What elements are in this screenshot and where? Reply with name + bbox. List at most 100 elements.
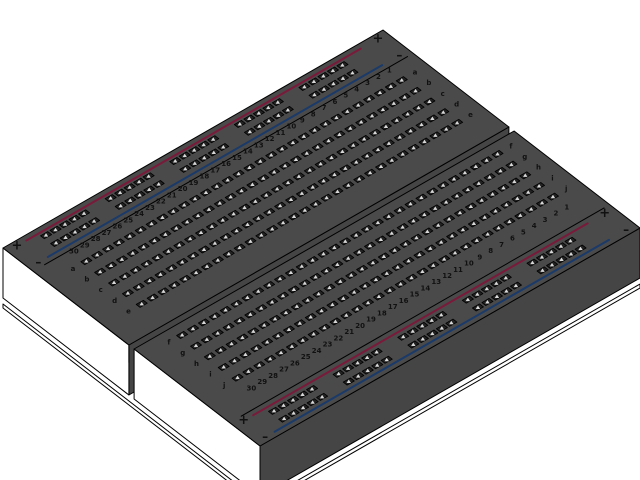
hole-contact xyxy=(319,308,324,313)
row-number-29: 29 xyxy=(257,378,267,386)
hole-contact xyxy=(139,301,144,306)
hole-contact xyxy=(463,244,469,249)
hole-contact xyxy=(155,255,160,260)
hole-contact xyxy=(559,257,564,261)
hole-contact xyxy=(267,356,273,361)
hole-contact xyxy=(351,143,356,147)
row-number-3: 3 xyxy=(365,79,370,87)
hole-contact xyxy=(518,213,523,217)
hole-contact xyxy=(269,153,274,157)
hole-contact xyxy=(281,403,286,407)
row-number-20: 20 xyxy=(355,322,365,330)
hole-contact xyxy=(338,279,343,283)
hole-contact xyxy=(449,233,455,238)
hole-contact xyxy=(95,252,100,257)
hole-contact xyxy=(248,239,253,243)
hole-contact xyxy=(183,166,188,171)
row-number-30: 30 xyxy=(69,248,79,256)
row-number-16: 16 xyxy=(221,160,231,168)
hole-contact xyxy=(84,259,89,263)
column-label-b: b xyxy=(84,275,89,283)
hole-contact xyxy=(475,305,481,309)
hole-contact xyxy=(387,288,393,292)
hole-contact xyxy=(91,219,97,223)
hole-contact xyxy=(251,329,256,333)
hole-contact xyxy=(376,294,382,299)
hole-contact xyxy=(413,88,418,93)
plus-sign-icon: + xyxy=(599,206,610,221)
hole-contact xyxy=(523,173,528,177)
hole-contact xyxy=(156,182,161,186)
row-number-12: 12 xyxy=(442,272,452,280)
hole-contact xyxy=(430,116,435,120)
row-number-29: 29 xyxy=(80,241,90,249)
row-number-11: 11 xyxy=(276,129,286,137)
row-number-19: 19 xyxy=(366,316,376,324)
row-number-5: 5 xyxy=(343,92,348,100)
row-number-8: 8 xyxy=(311,110,316,118)
hole-contact xyxy=(578,246,583,251)
hole-contact xyxy=(440,183,446,187)
column-label-a: a xyxy=(413,69,418,77)
hole-contact xyxy=(245,295,250,300)
hole-contact xyxy=(43,233,49,237)
hole-contact xyxy=(504,289,509,293)
rail-separator xyxy=(240,207,605,417)
row-number-17: 17 xyxy=(210,166,220,174)
hole-contact xyxy=(108,196,113,200)
hole-contact xyxy=(119,257,125,261)
hole-contact xyxy=(288,270,294,275)
hole-contact xyxy=(335,189,340,194)
hole-contact xyxy=(201,320,207,324)
hole-contact xyxy=(310,258,315,262)
hole-contact xyxy=(221,364,226,369)
row-number-25: 25 xyxy=(301,353,311,361)
hole-contact xyxy=(209,224,215,228)
hole-contact xyxy=(282,163,288,168)
hole-contact xyxy=(529,207,534,211)
plus-sign-icon: + xyxy=(11,238,22,253)
hole-contact xyxy=(172,283,177,287)
hole-contact xyxy=(211,150,216,154)
hole-contact xyxy=(381,254,387,258)
hole-contact xyxy=(141,244,146,249)
hole-contact xyxy=(272,169,277,174)
hole-contact xyxy=(247,129,253,134)
hole-contact xyxy=(465,297,471,302)
hole-contact xyxy=(399,78,404,82)
hole-contact xyxy=(105,246,111,251)
hole-contact xyxy=(234,301,239,306)
hole-contact xyxy=(180,259,185,264)
hole-contact xyxy=(558,244,564,248)
hole-contact xyxy=(207,354,213,358)
hole-contact xyxy=(62,222,68,226)
row-number-5: 5 xyxy=(521,228,526,236)
hole-contact xyxy=(242,205,247,210)
hole-contact xyxy=(321,87,327,91)
hole-contact xyxy=(343,239,348,243)
hole-contact xyxy=(366,96,372,101)
hole-contact xyxy=(484,286,490,291)
hole-contact xyxy=(280,293,286,298)
hole-contact xyxy=(192,161,197,165)
hole-contact xyxy=(364,355,370,359)
hole-contact xyxy=(266,105,271,110)
hole-contact xyxy=(536,184,542,188)
hole-contact xyxy=(398,282,403,286)
row-number-1: 1 xyxy=(387,67,392,75)
breadboard-holes xyxy=(40,61,587,423)
hole-contact xyxy=(439,240,444,244)
hole-contact xyxy=(118,203,123,208)
hole-contact xyxy=(446,217,452,221)
hole-contact xyxy=(223,307,228,312)
power-rail-red-line xyxy=(25,47,362,242)
hole-contact xyxy=(378,237,384,242)
hole-contact xyxy=(281,416,287,421)
hole-contact xyxy=(300,338,306,342)
hole-contact xyxy=(312,128,317,132)
hole-contact xyxy=(81,211,87,215)
hole-contact xyxy=(203,190,209,194)
hole-contact xyxy=(454,193,460,198)
hole-contact xyxy=(386,141,392,145)
hole-contact xyxy=(231,211,236,216)
